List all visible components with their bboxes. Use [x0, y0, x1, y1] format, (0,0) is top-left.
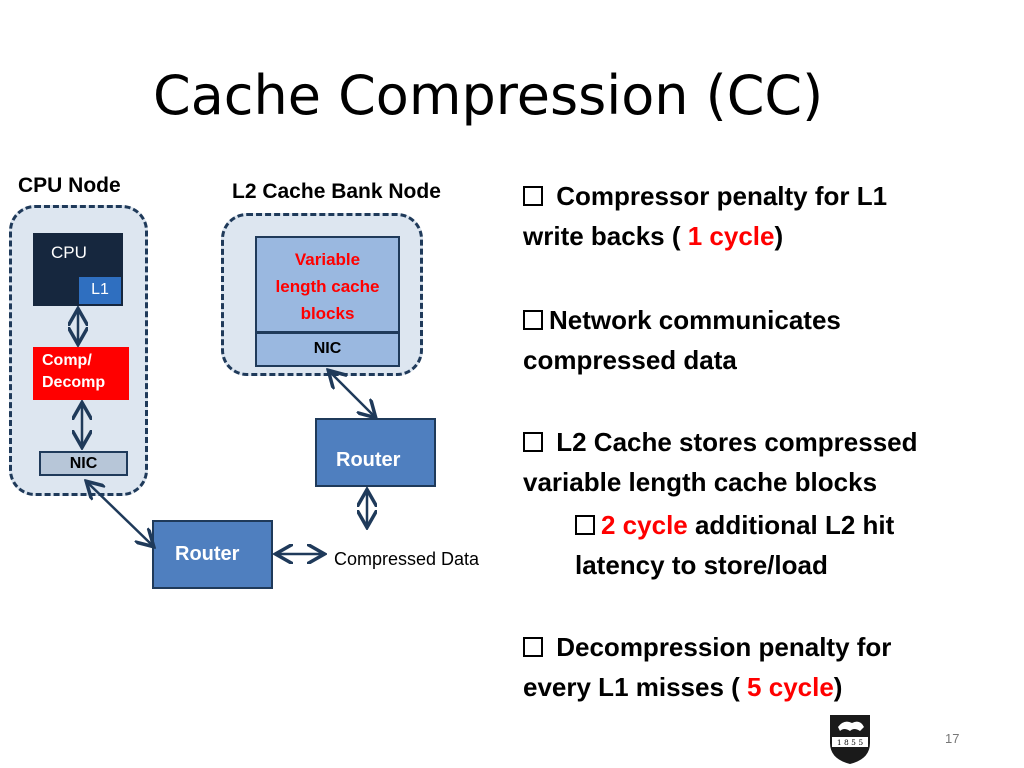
bullet-1-red: 1 cycle — [687, 221, 775, 251]
svg-text:1 8 5 5: 1 8 5 5 — [837, 738, 863, 747]
bullet-4-line-2: every L1 misses ( — [523, 672, 748, 702]
router-right: Router — [315, 418, 436, 487]
checkbox-icon — [523, 310, 543, 330]
bullet-3-sub-red: 2 cycle — [601, 510, 688, 540]
bullet-4-post: ) — [833, 672, 843, 702]
university-shield-logo: 1 8 5 5 — [830, 715, 870, 764]
checkbox-icon — [523, 186, 543, 206]
checkbox-icon — [523, 432, 543, 452]
bullet-1: Compressor penalty for L1 write backs ( … — [523, 176, 1013, 256]
l1-block: L1 — [79, 277, 121, 304]
comp-label: Comp/ — [42, 352, 92, 369]
bullet-4: Decompression penalty for every L1 misse… — [523, 627, 1013, 707]
checkbox-icon — [523, 637, 543, 657]
slide-title: Cache Compression (CC) — [153, 64, 824, 127]
arrow-nic-router — [88, 483, 152, 545]
compressed-data-label: Compressed Data — [334, 549, 480, 569]
bullet-4-red: 5 cycle — [747, 672, 834, 702]
bullet-3-line-2: variable length cache blocks — [523, 467, 878, 497]
router-right-label: Router — [336, 449, 401, 471]
router-left-label: Router — [175, 543, 240, 565]
checkbox-icon — [575, 515, 595, 535]
bullet-3-sub-line-2: latency to store/load — [575, 550, 828, 580]
bullet-3-sub-line-1: additional L2 hit — [687, 510, 895, 540]
comp-decomp-block: Comp/ Decomp — [33, 347, 129, 400]
bullet-1-line-2: write backs ( — [523, 221, 688, 251]
bullet-1-line-1: Compressor penalty for L1 — [556, 181, 888, 211]
blocks-line-3: blocks — [300, 304, 355, 323]
bullet-2-line-1: Network communicates — [549, 305, 841, 335]
bullet-4-line-1: Decompression penalty for — [556, 632, 892, 662]
page-number: 17 — [945, 731, 960, 746]
bullet-3-line-1: L2 Cache stores compressed — [556, 427, 918, 457]
bullet-3-sub: 2 cycle additional L2 hit latency to sto… — [575, 505, 1005, 585]
bullet-1-post: ) — [774, 221, 784, 251]
cpu-node-label: CPU Node — [18, 174, 121, 197]
l2-node-label: L2 Cache Bank Node — [232, 180, 441, 203]
blocks-line-1: Variable — [294, 250, 361, 269]
cpu-nic: NIC — [39, 451, 128, 476]
variable-length-blocks: Variable length cache blocks — [255, 236, 400, 333]
blocks-line-2: length cache — [275, 277, 380, 296]
bullet-2: Network communicates compressed data — [523, 300, 1013, 380]
arrow-l2nic-router — [330, 372, 374, 416]
cpu-label: CPU — [51, 243, 87, 262]
bullet-3: L2 Cache stores compressed variable leng… — [523, 422, 1013, 502]
decomp-label: Decomp — [42, 374, 106, 391]
router-left: Router — [152, 520, 273, 589]
bullet-2-line-2: compressed data — [523, 345, 737, 375]
l2-nic: NIC — [255, 332, 400, 367]
